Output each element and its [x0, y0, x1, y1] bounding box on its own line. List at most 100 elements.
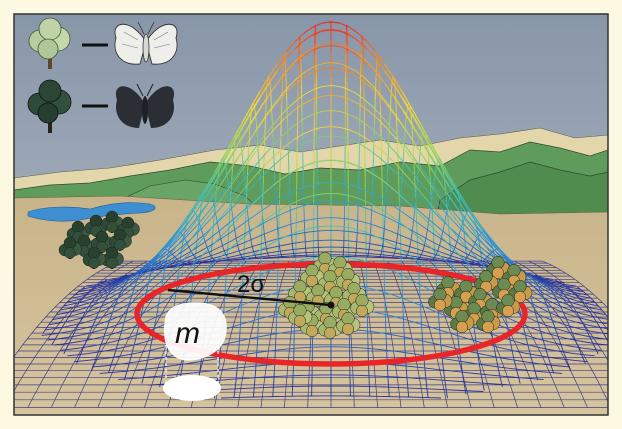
surface-segment	[442, 225, 445, 231]
surface-segment	[260, 269, 272, 276]
surface-segment	[239, 330, 241, 340]
surface-segment	[533, 311, 544, 318]
surface-segment	[571, 331, 574, 336]
surface-segment	[122, 275, 132, 282]
surface-segment	[181, 232, 191, 242]
surface-segment	[447, 370, 459, 373]
surface-segment	[142, 374, 145, 380]
surface-segment	[408, 216, 418, 223]
surface-segment	[339, 110, 348, 115]
surface-segment	[434, 189, 445, 204]
surface-segment	[412, 220, 414, 228]
surface-segment	[135, 278, 146, 287]
surface-segment	[433, 327, 445, 332]
surface-segment	[264, 125, 266, 140]
legend	[27, 17, 178, 133]
surface-segment	[59, 327, 63, 332]
surface-segment	[97, 349, 100, 354]
surface-segment	[236, 163, 247, 178]
surface-segment	[59, 308, 62, 311]
surface-segment	[330, 29, 341, 32]
surface-segment	[206, 221, 218, 234]
surface-segment	[533, 345, 544, 349]
surface-segment	[140, 289, 151, 298]
surface-segment	[205, 242, 216, 253]
surface-segment	[478, 262, 480, 265]
surface-segment	[359, 248, 367, 250]
surface-segment	[586, 331, 590, 336]
surface-segment	[419, 285, 421, 298]
surface-segment	[451, 187, 454, 191]
surface-segment	[67, 335, 78, 338]
surface-segment	[424, 146, 434, 162]
surface-segment	[223, 240, 232, 246]
surface-segment	[450, 389, 462, 391]
surface-segment	[180, 370, 183, 376]
surface-segment	[387, 128, 398, 140]
surface-segment	[422, 236, 432, 242]
surface-segment	[572, 326, 582, 330]
surface-segment	[214, 368, 225, 372]
surface-segment	[205, 242, 215, 249]
surface-segment	[279, 331, 290, 334]
surface-segment	[86, 288, 96, 291]
surface-segment	[102, 287, 112, 293]
surface-segment	[303, 49, 313, 57]
surface-segment	[98, 344, 102, 350]
surface-segment	[477, 244, 487, 253]
surface-segment	[302, 71, 313, 78]
surface-segment	[561, 288, 571, 292]
surface-segment	[223, 378, 235, 381]
surface-segment	[511, 348, 514, 354]
surface-segment	[377, 196, 386, 202]
surface-segment	[244, 377, 256, 379]
surface-segment	[499, 366, 510, 369]
surface-segment	[443, 371, 445, 378]
surface-segment	[47, 338, 58, 341]
surface-segment	[425, 235, 427, 240]
surface-segment	[103, 333, 114, 337]
surface-segment	[256, 344, 258, 354]
surface-segment	[572, 310, 582, 315]
surface-segment	[237, 247, 240, 251]
surface-segment	[281, 253, 289, 256]
surface-segment	[366, 252, 374, 255]
surface-segment	[269, 84, 272, 91]
surface-segment	[417, 209, 427, 218]
surface-segment	[198, 367, 201, 374]
surface-segment	[400, 210, 410, 218]
surface-segment	[256, 364, 268, 367]
surface-segment	[330, 42, 340, 45]
surface-segment	[194, 247, 197, 258]
surface-segment	[87, 351, 98, 355]
surface-segment	[552, 285, 562, 290]
surface-segment	[466, 206, 476, 221]
surface-segment	[252, 94, 263, 111]
surface-segment	[549, 364, 560, 367]
surface-segment	[459, 258, 468, 262]
surface-segment	[404, 344, 406, 354]
surface-segment	[496, 361, 499, 368]
surface-segment	[370, 233, 381, 239]
surface-segment	[562, 306, 573, 312]
surface-segment	[475, 238, 478, 242]
surface-segment	[305, 66, 315, 72]
surface-segment	[499, 249, 510, 261]
surface-segment	[541, 280, 551, 285]
surface-segment	[228, 324, 239, 329]
surface-segment	[48, 322, 59, 326]
surface-segment	[577, 314, 581, 318]
surface-segment	[370, 150, 380, 158]
surface-segment	[369, 171, 380, 179]
surface-segment	[312, 30, 323, 36]
surface-segment	[437, 155, 448, 172]
surface-segment	[420, 284, 432, 291]
surface-segment	[107, 287, 118, 293]
surface-segment	[201, 261, 209, 264]
surface-segment	[181, 364, 184, 371]
surface-segment	[166, 235, 176, 246]
surface-segment	[237, 256, 245, 259]
surface-segment	[179, 214, 189, 229]
surface-segment	[463, 244, 475, 256]
surface-segment	[286, 40, 296, 52]
